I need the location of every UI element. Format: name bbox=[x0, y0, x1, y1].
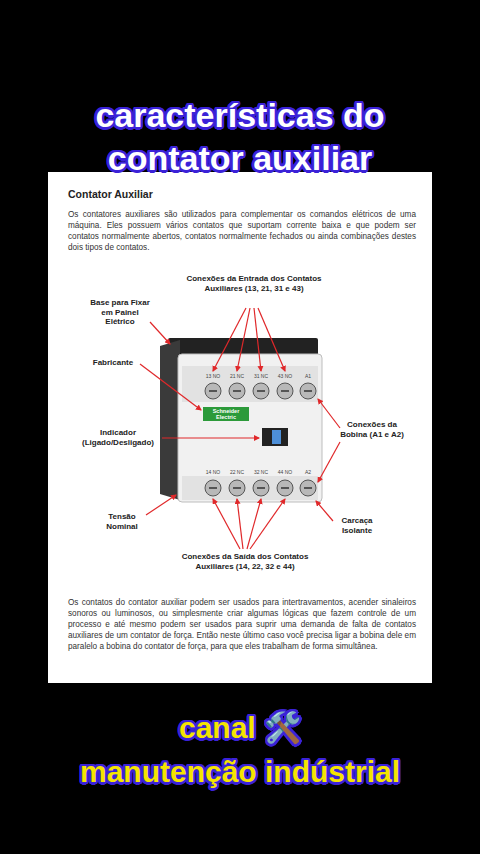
part-label: Fabricante bbox=[86, 358, 140, 368]
side-face bbox=[160, 340, 180, 500]
brand-label: Schneider Electric bbox=[203, 407, 249, 421]
channel-caption: manutenção indústrial bbox=[10, 754, 470, 790]
terminal-mark: 14 NO bbox=[202, 470, 224, 476]
leader-lines bbox=[140, 308, 340, 549]
top-terminal-block bbox=[182, 366, 318, 402]
terminal-mark: 44 NO bbox=[274, 470, 296, 476]
part-label: Base para Fixar em Painel Elétrico bbox=[86, 298, 154, 327]
part-label: Conexões da Saída dos Contatos Auxiliare… bbox=[172, 552, 318, 571]
channel-caption: canal 🛠️ bbox=[10, 710, 470, 746]
terminal-mark: 21 NC bbox=[226, 374, 248, 380]
terminal-mark: 31 NC bbox=[250, 374, 272, 380]
part-label: Tensão Nominal bbox=[96, 512, 148, 531]
terminal-mark: 13 NO bbox=[202, 374, 224, 380]
bottom-terminal-block bbox=[182, 476, 318, 500]
contactor-body bbox=[178, 354, 322, 502]
page-title: características do contator auxiliar bbox=[40, 94, 440, 179]
indicator-window bbox=[262, 428, 288, 446]
paragraph: Os contatos do contator auxiliar podem s… bbox=[68, 598, 416, 653]
terminal-mark: 22 NC bbox=[226, 470, 248, 476]
terminal-mark: 32 NC bbox=[250, 470, 272, 476]
paragraph: Os contatores auxiliares são utilizados … bbox=[68, 210, 416, 254]
terminal-mark: A2 bbox=[297, 470, 319, 476]
part-label: Indicador (Ligado/Desligado) bbox=[74, 428, 162, 447]
section-heading: Contator Auxiliar bbox=[68, 188, 368, 201]
indicator bbox=[272, 430, 281, 444]
terminal-mark: 43 NO bbox=[274, 374, 296, 380]
part-label: Conexões da Bobina (A1 e A2) bbox=[340, 420, 404, 439]
screw-slots bbox=[209, 391, 312, 488]
part-label: Carcaça Isolante bbox=[330, 516, 384, 535]
terminal-mark: A1 bbox=[297, 374, 319, 380]
screws bbox=[205, 383, 316, 496]
part-label: Conexões da Entrada dos Contatos Auxilia… bbox=[184, 274, 324, 293]
